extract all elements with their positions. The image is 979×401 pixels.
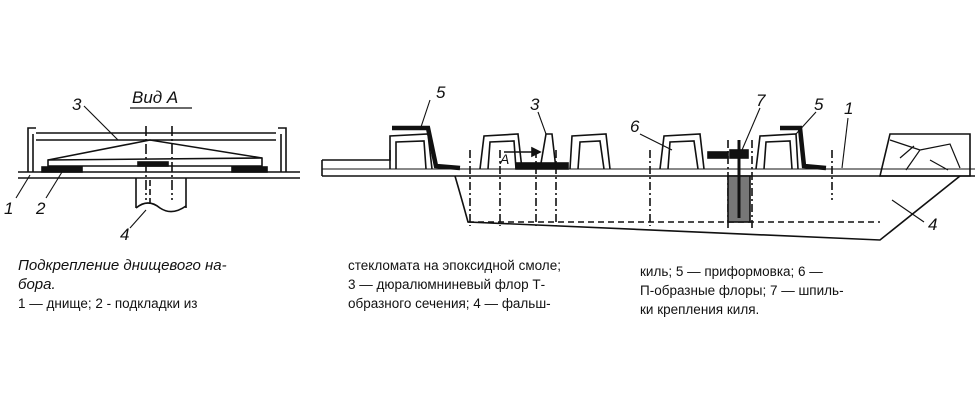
left-label-4: 4 [120,225,129,244]
caption-column-1: Подкрепление днищевого на- бора. 1 — дни… [18,256,227,313]
left-wall-right [278,127,287,172]
right-label-a: А [499,151,509,167]
laminate-left [392,125,461,171]
right-label-4: 4 [928,215,937,234]
caption-col3-line1: киль; 5 — приформовка; 6 — [640,264,823,279]
left-floor-profile [47,139,263,167]
caption-col2-line1: стекломата на эпоксидной смоле; [348,258,561,273]
left-pad-1 [41,166,83,173]
caption-column-2: стекломата на эпоксидной смоле; 3 — дюра… [348,256,561,313]
caption-title-line2: бора. [18,276,56,293]
left-wall-left [27,127,36,172]
caption-col2-line3: образного сечения; 4 — фальш- [348,296,551,311]
left-keel-break [135,202,187,213]
right-label-5b: 5 [814,95,824,114]
right-plate-left-step [322,150,391,161]
caption-col1-line3: 1 — днище; 2 - подкладки из [18,296,198,311]
left-pad-2 [231,166,268,173]
t-floor-pad [515,162,569,170]
right-false-keel [454,175,961,241]
right-label-3: 3 [530,95,540,114]
right-label-6: 6 [630,117,640,136]
floor-u-1 [389,133,433,170]
caption-col3-line2: П-образные флоры; 7 — шпиль- [640,283,844,298]
right-label-5a: 5 [436,83,446,102]
t-floor [539,133,557,170]
floor-u-4 [659,133,705,170]
caption-col2-line2: 3 — дюралюмниневый флор Т- [348,277,546,292]
left-label-1: 1 [4,199,13,218]
caption-col3-line3: ки крепления киля. [640,302,760,317]
left-label-2: 2 [35,199,46,218]
right-end-box [878,133,971,177]
right-label-1: 1 [844,99,853,118]
left-pad-center [137,161,169,167]
caption-column-3: киль; 5 — приформовка; 6 — П-образные фл… [640,262,844,319]
caption-title-line1: Подкрепление днищевого на- [18,257,227,274]
right-section-sketch [321,99,975,241]
right-label-7: 7 [756,91,766,110]
floor-u-5 [755,133,799,170]
view-a-label: Вид А [132,88,178,107]
floor-u-3 [569,133,611,170]
laminate-right [780,125,827,171]
left-view-sketch [15,105,300,229]
left-label-3: 3 [72,95,82,114]
